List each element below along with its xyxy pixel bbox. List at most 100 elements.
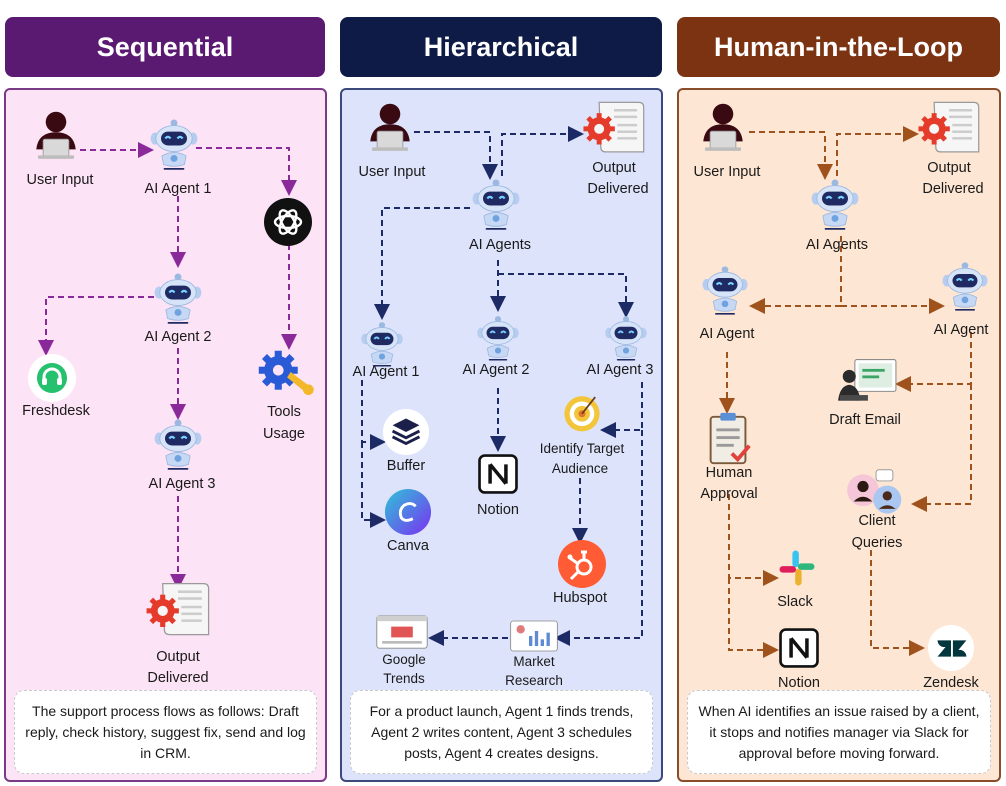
arrow-user-to-agents bbox=[749, 131, 833, 180]
user-icon bbox=[26, 108, 86, 160]
identify-label-line1: Identify Target bbox=[539, 441, 625, 456]
agent1-label: AI Agent 1 bbox=[352, 364, 420, 380]
identify-label-line2: Audience bbox=[551, 461, 609, 476]
canva-label: Canva bbox=[387, 538, 429, 554]
arrow-user-to-agents bbox=[414, 131, 498, 180]
notion-logo-icon bbox=[476, 452, 520, 496]
summary-text: The support process flows as follows: Dr… bbox=[25, 702, 306, 761]
arrow-approval-to-notion bbox=[728, 578, 779, 658]
human-loop-flow-arrows bbox=[719, 126, 972, 658]
robot-icon bbox=[809, 174, 861, 230]
output-label-line2: Delivered bbox=[922, 181, 984, 197]
summary-text: When AI identifies an issue raised by a … bbox=[698, 702, 980, 761]
tools-label-line2: Usage bbox=[263, 426, 305, 442]
summary-box: For a product launch, Agent 1 finds tren… bbox=[350, 690, 653, 774]
header-sequential: Sequential bbox=[5, 17, 325, 77]
summary-text: For a product launch, Agent 1 finds tren… bbox=[369, 702, 634, 761]
panel-hierarchical: User Input Output Delivered AI Agents AI… bbox=[340, 88, 663, 782]
zendesk-label: Zendesk bbox=[923, 675, 979, 691]
hubspot-label: Hubspot bbox=[552, 590, 608, 606]
summary-box: The support process flows as follows: Dr… bbox=[14, 690, 317, 774]
notion-logo-icon bbox=[777, 626, 821, 670]
summary-box: When AI identifies an issue raised by a … bbox=[687, 690, 991, 774]
google-trends-label-line1: Google bbox=[382, 652, 426, 667]
human-approval-label-line1: Human bbox=[705, 465, 753, 481]
arrow-agent3-to-market bbox=[554, 430, 643, 646]
sequential-flow-arrows bbox=[38, 142, 297, 590]
output-label-line2: Delivered bbox=[587, 181, 649, 197]
canva-logo-icon bbox=[384, 488, 432, 536]
column-title: Sequential bbox=[96, 31, 234, 62]
column-title: Hierarchical bbox=[423, 31, 579, 62]
output-label-line1: Output bbox=[156, 649, 200, 665]
output-label-line1: Output bbox=[927, 160, 971, 176]
arrow-agent-right-to-clients bbox=[911, 384, 972, 512]
robot-icon bbox=[152, 414, 204, 470]
agent1-label: AI Agent 1 bbox=[144, 181, 212, 197]
robot-icon bbox=[475, 311, 521, 361]
arrow-agent3-to-identify bbox=[600, 382, 643, 438]
gears-tools-icon bbox=[257, 345, 319, 399]
robot-icon bbox=[359, 317, 405, 367]
freshdesk-label: Freshdesk bbox=[22, 403, 90, 419]
column-title: Human-in-the-Loop bbox=[714, 31, 963, 62]
header-hierarchical: Hierarchical bbox=[340, 17, 662, 77]
arrow-agent1-to-canva bbox=[361, 442, 386, 528]
robot-icon bbox=[940, 257, 990, 311]
user-icon bbox=[693, 100, 753, 152]
output-label-line2: Delivered bbox=[147, 670, 209, 686]
arrow-clients-to-zendesk bbox=[870, 550, 925, 656]
agent2-label: AI Agent 2 bbox=[144, 329, 212, 345]
tools-label-line1: Tools bbox=[267, 404, 301, 420]
robot-icon bbox=[470, 174, 522, 230]
agent-left-label: AI Agent bbox=[699, 326, 755, 342]
google-trends-label-line2: Trends bbox=[383, 671, 425, 686]
arrow-agents-to-output bbox=[501, 126, 584, 176]
user-input-label: User Input bbox=[26, 172, 94, 188]
output-label-line1: Output bbox=[592, 160, 636, 176]
arrow-approval-to-slack bbox=[728, 494, 779, 586]
robot-icon bbox=[152, 268, 204, 324]
robot-icon bbox=[603, 311, 649, 361]
user-input-label: User Input bbox=[358, 164, 426, 180]
slack-label: Slack bbox=[777, 594, 813, 610]
scroll-gear-icon bbox=[916, 99, 982, 157]
user-input-label: User Input bbox=[693, 164, 761, 180]
agent3-label: AI Agent 3 bbox=[148, 476, 216, 492]
human-approval-label-line2: Approval bbox=[700, 486, 758, 502]
agents-label: AI Agents bbox=[468, 237, 532, 253]
notion-label: Notion bbox=[778, 675, 820, 691]
panel-human-in-the-loop: User Input Output Delivered AI Agents AI… bbox=[677, 88, 1001, 782]
client-queries-label-line1: Client bbox=[858, 513, 896, 529]
header-human-in-the-loop: Human-in-the-Loop bbox=[677, 17, 1000, 77]
arrow-agent1-to-openai bbox=[196, 147, 297, 196]
arrow-agents-to-output bbox=[836, 126, 919, 176]
draft-email-label: Draft Email bbox=[829, 412, 901, 428]
panel-sequential: User Input AI Agent 1 AI Agent 2 Freshde… bbox=[4, 88, 327, 782]
scroll-gear-icon bbox=[144, 580, 212, 640]
zendesk-logo-icon bbox=[927, 624, 975, 672]
arrow-agent1-to-buffer bbox=[361, 380, 386, 450]
arrow-agent2-to-freshdesk bbox=[38, 296, 154, 356]
agent2-label: AI Agent 2 bbox=[462, 362, 530, 378]
freshdesk-logo-icon bbox=[27, 353, 77, 403]
checklist-approval-icon bbox=[704, 411, 754, 469]
client-queries-label-line2: Queries bbox=[851, 535, 903, 551]
market-research-label-line2: Research bbox=[505, 673, 563, 688]
agent3-label: AI Agent 3 bbox=[586, 362, 654, 378]
arrow-agents-to-agent1 bbox=[374, 207, 470, 320]
scroll-gear-icon bbox=[581, 99, 647, 157]
market-research-label-line1: Market bbox=[513, 654, 555, 669]
hubspot-logo-icon bbox=[557, 539, 607, 589]
notion-label: Notion bbox=[477, 502, 519, 518]
buffer-logo-icon bbox=[382, 408, 430, 456]
arrow-agents-to-agent3 bbox=[498, 273, 634, 318]
google-trends-icon bbox=[374, 614, 430, 650]
agent-right-label: AI Agent bbox=[933, 322, 989, 338]
agents-label: AI Agents bbox=[805, 237, 869, 253]
target-audience-icon bbox=[560, 390, 604, 434]
hierarchical-flow-arrows bbox=[361, 126, 643, 646]
draft-email-icon bbox=[834, 354, 900, 410]
buffer-label: Buffer bbox=[386, 458, 426, 474]
robot-icon bbox=[148, 114, 200, 170]
